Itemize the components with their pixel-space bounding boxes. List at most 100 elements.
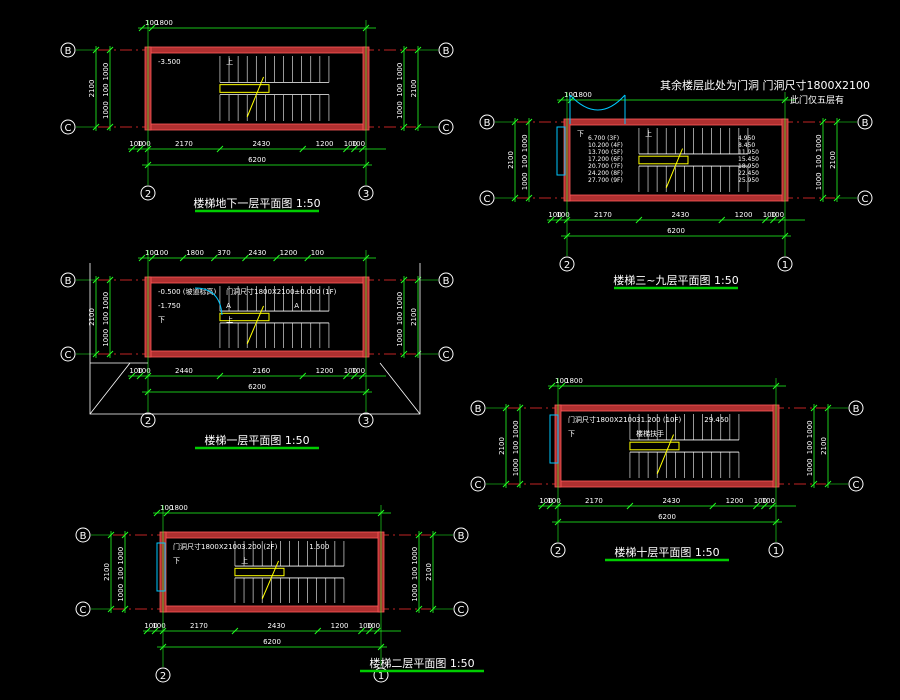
plan-note: 1.500 bbox=[309, 543, 329, 551]
elevation-right: 8.450 bbox=[738, 142, 755, 149]
dim-tick bbox=[516, 480, 524, 488]
break-line bbox=[246, 76, 265, 118]
dim-tick bbox=[121, 531, 129, 539]
bottom-dim-label: 2430 bbox=[671, 211, 689, 219]
side-total-label: 2100 bbox=[88, 308, 96, 326]
dim-tick bbox=[810, 480, 818, 488]
axis-bubble-b-left: B bbox=[475, 404, 482, 415]
dim-tick bbox=[314, 627, 322, 635]
side-total-label: 2100 bbox=[498, 437, 506, 455]
axis-bubble-c-right: C bbox=[458, 605, 465, 616]
top-dim-label: 100 bbox=[555, 377, 568, 385]
canopy-line bbox=[89, 362, 131, 415]
elevation-right: 18.950 bbox=[738, 163, 759, 170]
axis-bubble-left-circle bbox=[559, 256, 575, 272]
plan-note: 上 bbox=[226, 315, 233, 324]
plan-note: 下 bbox=[568, 430, 575, 438]
side-total-label: 2100 bbox=[103, 563, 111, 581]
handrail bbox=[629, 441, 680, 451]
dim-tick bbox=[718, 216, 726, 224]
plan-note: 上 bbox=[645, 129, 652, 138]
bottom-dim-label: 100 bbox=[137, 140, 150, 148]
bottom-dim-label: 100 bbox=[344, 367, 357, 375]
axis-bubble-c-right: C bbox=[443, 350, 450, 361]
dim-tick bbox=[151, 627, 159, 635]
plan-note: 下 bbox=[158, 316, 165, 324]
axis-bubble-left: 2 bbox=[145, 416, 151, 427]
bottom-dim-label: 100 bbox=[367, 622, 380, 630]
top-dim-label: 100 bbox=[145, 19, 158, 27]
dim-tick bbox=[548, 382, 556, 390]
elevation-right: 11.950 bbox=[738, 149, 759, 156]
side-dim-label: 1000 bbox=[521, 172, 529, 190]
side-dim-label: 1000 bbox=[512, 458, 520, 476]
side-dim-label: 1000 bbox=[396, 101, 404, 119]
side-dim-label: 100 bbox=[521, 155, 529, 168]
wall-bottom bbox=[162, 605, 382, 613]
axis-bubble-c-left-circle bbox=[470, 476, 486, 492]
bottom-dim-label: 100 bbox=[129, 140, 142, 148]
side-dim-label: 1000 bbox=[117, 584, 125, 602]
dim-tick bbox=[273, 254, 280, 262]
axis-bubble-b-left-circle bbox=[60, 272, 76, 288]
side-dim-label: 1000 bbox=[396, 292, 404, 310]
plan-title: 楼梯三~九层平面图 1:50 bbox=[613, 273, 738, 287]
side-dim-label: 100 bbox=[396, 312, 404, 325]
dim-tick bbox=[761, 502, 768, 510]
axis-bubble-c-left-circle bbox=[75, 601, 91, 617]
axis-bubble-b-left: B bbox=[65, 276, 72, 287]
total-dim-label: 6200 bbox=[658, 513, 676, 521]
axis-bubble-b-left-circle bbox=[479, 114, 495, 130]
side-dim-label: 1000 bbox=[512, 420, 520, 438]
dim-tick bbox=[400, 276, 408, 284]
side-dim-label: 100 bbox=[411, 567, 419, 580]
bottom-dim-label: 100 bbox=[762, 497, 775, 505]
axis-bubble-b-right: B bbox=[853, 404, 860, 415]
elevation-right: 15.450 bbox=[738, 156, 759, 163]
axis-bubble-c-right-circle bbox=[438, 346, 454, 362]
dim-tick bbox=[538, 502, 546, 510]
wall-top bbox=[162, 531, 382, 539]
elevation-left: 17.200 (6F) bbox=[588, 156, 623, 163]
dim-tick bbox=[762, 216, 769, 224]
side-dim-label: 100 bbox=[102, 312, 110, 325]
plan-note: 29.450 bbox=[704, 416, 729, 424]
break-line bbox=[246, 305, 264, 345]
bottom-dim-label: 2160 bbox=[252, 367, 270, 375]
plan-note: 下 bbox=[577, 130, 584, 138]
plan-note: 门洞尺寸1800X2100 bbox=[226, 287, 294, 296]
side-dim-label: 100 bbox=[102, 83, 110, 96]
axis-bubble-right: 1 bbox=[773, 546, 779, 557]
header-note: 其余楼层此处为门洞 门洞尺寸1800X2100 bbox=[660, 78, 870, 92]
axis-bubble-c-left: C bbox=[65, 350, 72, 361]
bottom-dim-label: 1200 bbox=[331, 622, 349, 630]
axis-bubble-left-circle bbox=[140, 185, 156, 201]
plan-note: 门洞尺寸1800X2100 bbox=[173, 542, 241, 551]
bottom-dim-label: 100 bbox=[152, 622, 165, 630]
side-total-label: 2100 bbox=[425, 563, 433, 581]
axis-bubble-b-right-circle bbox=[857, 114, 873, 130]
axis-bubble-right-circle bbox=[358, 185, 374, 201]
dim-tick bbox=[106, 46, 114, 54]
wall-top bbox=[147, 46, 367, 54]
axis-bubble-right-circle bbox=[373, 667, 389, 683]
dim-tick bbox=[299, 145, 307, 153]
dim-tick bbox=[400, 350, 408, 358]
side-dim-label: 1000 bbox=[815, 172, 823, 190]
axis-bubble-c-right: C bbox=[862, 194, 869, 205]
top-dim-label: 2430 bbox=[248, 249, 266, 257]
dim-tick bbox=[374, 627, 381, 635]
elevation-left: 20.700 (7F) bbox=[588, 163, 623, 170]
dim-tick bbox=[163, 509, 171, 517]
side-dim-label: 1000 bbox=[396, 63, 404, 81]
side-dim-label: 1000 bbox=[117, 547, 125, 565]
dim-tick bbox=[136, 145, 144, 153]
elevation-right: 4.950 bbox=[738, 135, 755, 142]
dim-tick bbox=[128, 145, 136, 153]
handrail bbox=[219, 84, 270, 93]
side-dim-label: 100 bbox=[806, 441, 814, 454]
side-dim-label: 100 bbox=[396, 83, 404, 96]
wall-top bbox=[566, 118, 786, 126]
